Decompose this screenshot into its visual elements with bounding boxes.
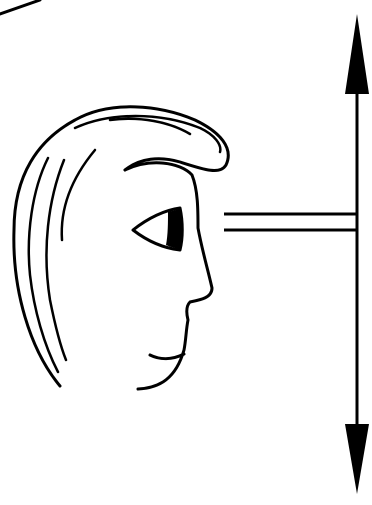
frame-corner-line: [0, 0, 40, 14]
face-outline: [125, 163, 212, 389]
mouth: [150, 354, 184, 359]
eye-pupil: [166, 209, 182, 249]
hair-strand-4: [46, 160, 66, 360]
head-profile: [14, 107, 228, 389]
arrow-head-up: [345, 14, 369, 94]
arrow-head-down: [345, 424, 369, 494]
vertical-double-arrow: [345, 14, 369, 494]
eye: [133, 208, 182, 250]
line-of-sight: [224, 214, 357, 230]
hair-strand-5: [62, 150, 95, 240]
